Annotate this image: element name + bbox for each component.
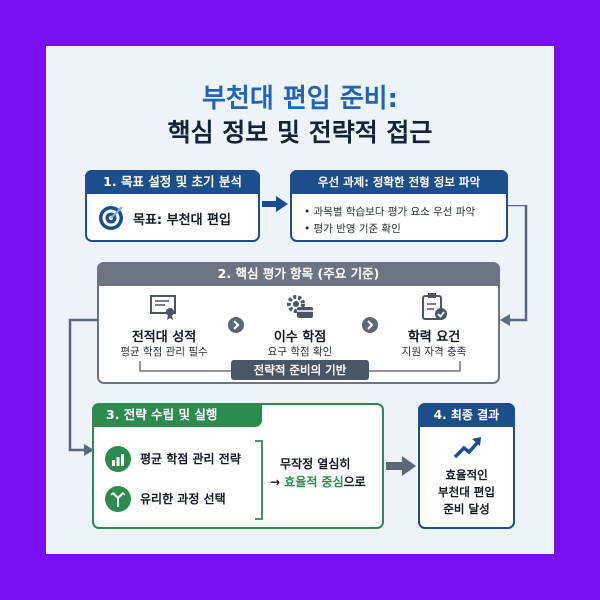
step3-header: 3. 전략 수립 및 실행	[92, 403, 262, 427]
connector-step2-to-step3	[58, 318, 98, 458]
note-arrow: →	[270, 475, 281, 489]
note-highlight: 효율적 중심	[284, 475, 344, 489]
chevron-right-icon	[361, 316, 379, 334]
target-icon	[97, 204, 125, 232]
task-bullet-1: • 과목별 학습보다 평가 요소 우선 파악	[304, 206, 476, 218]
task-bullet-2: • 평가 반영 기준 확인	[304, 223, 401, 235]
task-header: 우선 과제: 정확한 전형 정보 파악	[290, 170, 508, 194]
strategy-bracket	[254, 440, 270, 520]
strategy-1-label: 평균 학점 관리 전략	[140, 452, 241, 466]
chevron-right-icon	[227, 316, 245, 334]
goal-text: 목표: 부천대 편입	[133, 213, 231, 228]
trend-up-arrow-icon	[453, 435, 483, 461]
step2-box: 2. 핵심 평가 항목 (주요 기준) 전적대 성적 평균 학점 관리 필수 이…	[97, 262, 500, 384]
gear-credit-card-icon	[285, 293, 315, 321]
result-line-1: 효율적인	[445, 468, 488, 482]
step2-header: 2. 핵심 평가 항목 (주요 기준)	[97, 262, 500, 286]
item2-desc: 요구 학점 확인	[267, 346, 333, 358]
title-line-1: 부천대 편입 준비:	[202, 84, 398, 114]
step3-box: 3. 전략 수립 및 실행 평균 학점 관리 전략 유리한 과정 선택 무작정 …	[92, 403, 384, 529]
item2-title: 이수 학점	[273, 330, 327, 345]
arrow-step1-to-task	[262, 196, 288, 212]
item3-desc: 지원 자격 충족	[401, 346, 467, 358]
certificate-icon	[149, 294, 177, 320]
arrow-step3-to-step4	[386, 456, 416, 476]
item1-desc: 평균 학점 관리 필수	[120, 346, 208, 358]
step4-header: 4. 최종 결과	[418, 403, 515, 427]
note-line-2: → 효율적 중심으로	[270, 473, 366, 490]
branching-path-icon	[104, 485, 132, 513]
step2-footer: 전략적 준비의 기반	[231, 360, 369, 380]
step1-box: 1. 목표 설정 및 초기 분석 목표: 부천대 편입	[85, 170, 260, 242]
strategy-2-label: 유리한 과정 선택	[140, 492, 226, 506]
note-suffix: 으로	[343, 475, 366, 489]
priority-task-box: 우선 과제: 정확한 전형 정보 파악 • 과목별 학습보다 평가 요소 우선 …	[290, 170, 508, 242]
step4-box: 4. 최종 결과 효율적인 부천대 편입 준비 달성	[418, 403, 515, 529]
connector-task-to-step2	[488, 205, 538, 330]
growth-chart-icon	[104, 445, 132, 473]
title-line-2: 핵심 정보 및 전략적 접근	[167, 118, 433, 147]
note-line-1: 무작정 열심히	[280, 457, 351, 471]
item1-title: 전적대 성적	[131, 330, 197, 345]
result-line-2: 부천대 편입	[438, 485, 495, 499]
step1-header: 1. 목표 설정 및 초기 분석	[85, 170, 260, 194]
item3-title: 학력 요건	[407, 330, 461, 345]
result-line-3: 준비 달성	[443, 502, 490, 516]
checklist-clipboard-icon	[420, 292, 448, 322]
